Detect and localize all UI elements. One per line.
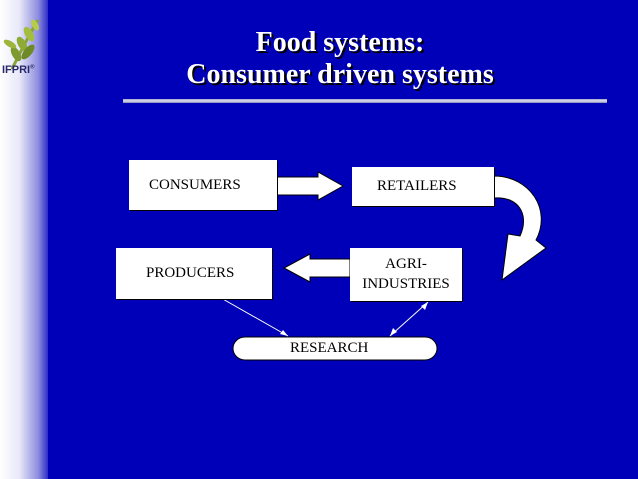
curved-arrow-retailers-to-agri (493, 175, 547, 282)
node-producers: PRODUCERS (116, 248, 272, 299)
link-research-agri (389, 301, 429, 337)
node-agri-industries: AGRI- INDUSTRIES (350, 248, 462, 301)
arrow-agri-to-producers (282, 253, 351, 283)
node-research (232, 336, 438, 361)
left-sidebar-gradient (0, 0, 48, 479)
node-research-label: RESEARCH (290, 340, 369, 356)
logo-text: IFPRI® (2, 64, 35, 76)
slide-title-line-1: Food systems: (255, 27, 425, 58)
arrow-consumers-to-retailers (276, 171, 345, 201)
node-consumers: CONSUMERS (129, 160, 277, 210)
wheat-plant-icon (3, 19, 40, 70)
node-retailers: RETAILERS (352, 167, 494, 206)
slide-title-line-2: Consumer driven systems (186, 59, 494, 90)
link-research-producers (213, 293, 289, 337)
title-underline (123, 99, 607, 103)
